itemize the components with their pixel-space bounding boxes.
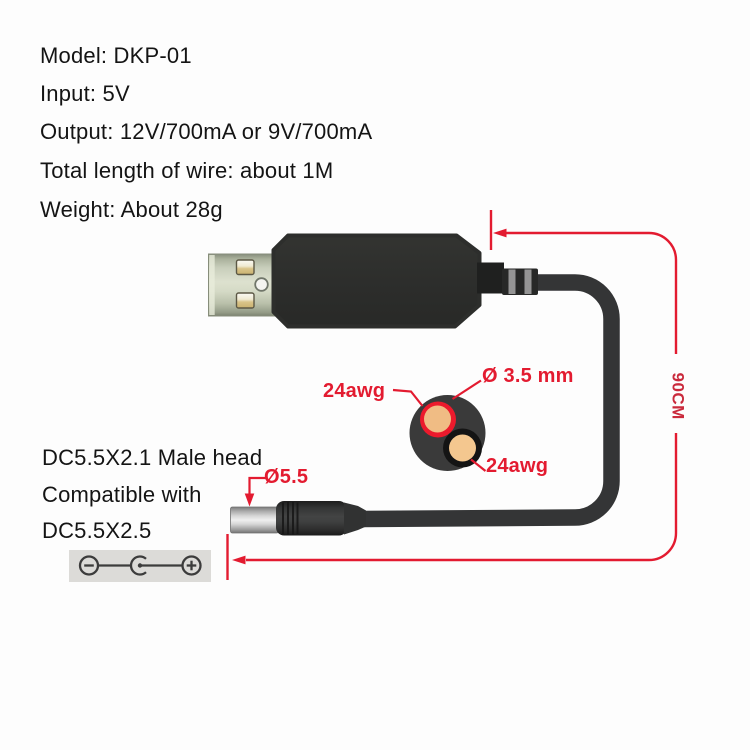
dimension-line-top <box>506 231 678 354</box>
usb-connector <box>208 233 538 329</box>
wire-conductor-red <box>424 405 451 433</box>
down-arrowhead <box>244 493 255 507</box>
spec-total-length: Total length of wire: about 1M <box>40 158 334 183</box>
usb-shell-hole <box>254 277 269 292</box>
leader-wire-gauge-top <box>392 388 424 407</box>
dc-plug-barrel <box>230 506 279 534</box>
dc-plug <box>230 501 366 536</box>
leader-wire-gauge-bottom <box>470 458 487 472</box>
left-arrowhead-bottom <box>232 555 246 565</box>
wire-conductor-dark <box>449 434 476 462</box>
label-wire-gauge-top: 24awg <box>323 380 386 402</box>
leader-cable-diameter <box>451 379 482 400</box>
dc-info-line1: DC5.5X2.1 Male head <box>42 445 263 470</box>
spec-output: Output: 12V/700mA or 9V/700mA <box>40 119 373 144</box>
spec-model: Model: DKP-01 <box>40 43 192 68</box>
label-plug-diameter: Ø5.5 <box>264 466 309 488</box>
usb-body <box>271 233 482 329</box>
center-dot-icon <box>137 563 143 568</box>
strain-relief <box>477 262 538 295</box>
usb-metal-shell <box>208 253 277 317</box>
cable-length-dimension <box>226 210 678 580</box>
left-arrowhead-top <box>493 228 507 238</box>
spec-input: Input: 5V <box>40 81 130 106</box>
wire-cross-section <box>409 395 486 471</box>
dc-plug-taper <box>344 502 366 535</box>
plug-diameter-dimension <box>244 476 266 507</box>
dc-info-line3: DC5.5X2.5 <box>42 518 152 543</box>
dc-info-line2: Compatible with <box>42 482 202 507</box>
leader-lines <box>392 379 487 472</box>
barrel-icon <box>129 555 147 576</box>
cable <box>361 274 620 528</box>
spec-weight: Weight: About 28g <box>40 197 223 222</box>
label-cable-length: 90CM <box>668 372 688 420</box>
plus-icon <box>181 555 202 576</box>
usb-contact-slot <box>235 292 255 309</box>
polarity-diagram <box>69 550 211 582</box>
label-wire-gauge-bottom: 24awg <box>486 455 549 477</box>
dc-plug-ridges <box>282 502 299 535</box>
usb-contact-slot <box>235 259 255 276</box>
dimension-line-bottom <box>246 433 678 562</box>
dc-plug-body <box>276 501 347 536</box>
label-cable-diameter: Ø 3.5 mm <box>482 365 574 387</box>
